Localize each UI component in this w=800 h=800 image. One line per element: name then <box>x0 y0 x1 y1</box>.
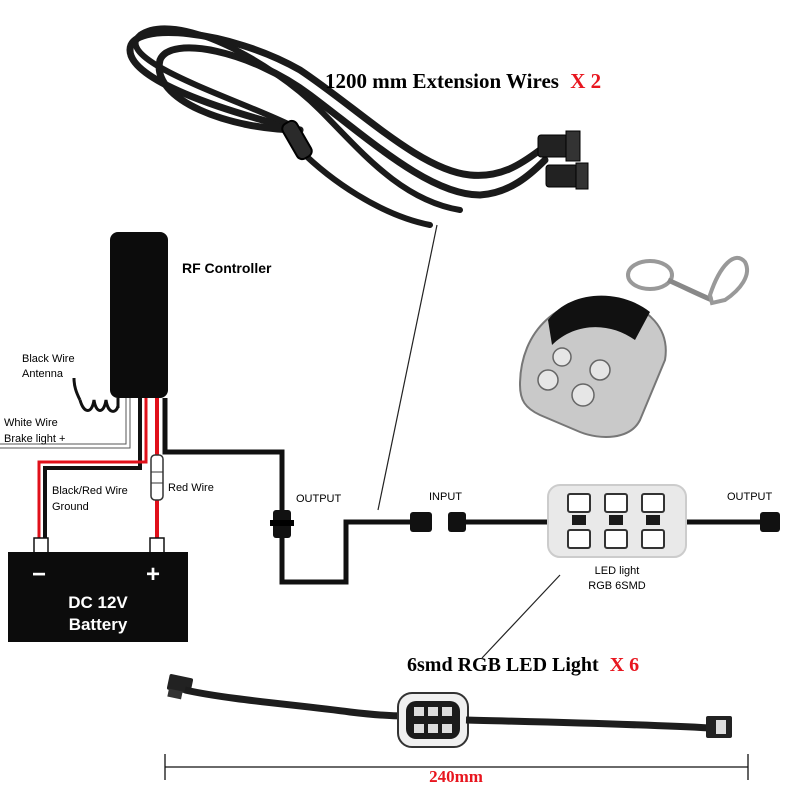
battery-minus: − <box>32 561 46 588</box>
rf-controller-label: RF Controller <box>182 260 272 276</box>
battery-voltage: DC 12V <box>68 593 128 612</box>
led-light-photo-icon <box>166 674 732 748</box>
output-connector-right <box>760 512 780 532</box>
battery-label: Battery <box>69 615 128 634</box>
battery-plus: + <box>146 561 160 588</box>
ground-wire <box>37 398 148 540</box>
brake-light-label: Brake light + <box>4 433 65 445</box>
controller-output-wire <box>162 398 412 585</box>
led-type-label: RGB 6SMD <box>588 580 646 592</box>
black-wire-label: Black Wire <box>22 353 75 365</box>
svg-text:1200 mm Extension Wires X: 1200 mm Extension Wires X 2 <box>325 69 601 93</box>
red-wire-label: Red Wire <box>168 482 214 494</box>
led-product-title: 6smd RGB LED Light <box>407 654 599 676</box>
output-connector-left <box>270 510 294 538</box>
input-connector <box>410 512 466 532</box>
extension-wire-icon <box>126 25 589 228</box>
extension-wires-qty: X 2 <box>570 69 601 93</box>
ground-label: Ground <box>52 501 89 513</box>
led-light-label: LED light <box>595 565 640 577</box>
antenna-coil <box>72 377 120 413</box>
rf-controller-icon <box>110 232 168 398</box>
dimension-label: 240mm <box>429 767 483 786</box>
input-label: INPUT <box>429 491 462 503</box>
led-module-icon <box>547 484 687 558</box>
battery-icon <box>8 537 188 642</box>
fuse-holder-icon <box>150 454 164 501</box>
remote-keyfob-icon <box>518 255 749 438</box>
svg-text:6smd RGB LED Light X 6: 6smd RGB LED Light X 6 <box>407 654 639 676</box>
output-left-label: OUTPUT <box>296 493 342 505</box>
extension-wires-title: 1200 mm Extension Wires <box>325 69 559 93</box>
pointer-line-extension <box>377 224 438 511</box>
white-wire <box>0 398 131 449</box>
antenna-label: Antenna <box>22 368 64 380</box>
led-product-qty: X 6 <box>610 654 639 676</box>
black-red-wire-label: Black/Red Wire <box>52 485 128 497</box>
dimension-line <box>164 754 749 780</box>
white-wire-label: White Wire <box>4 417 58 429</box>
output-right-label: OUTPUT <box>727 491 773 503</box>
pointer-line-led <box>481 574 561 659</box>
